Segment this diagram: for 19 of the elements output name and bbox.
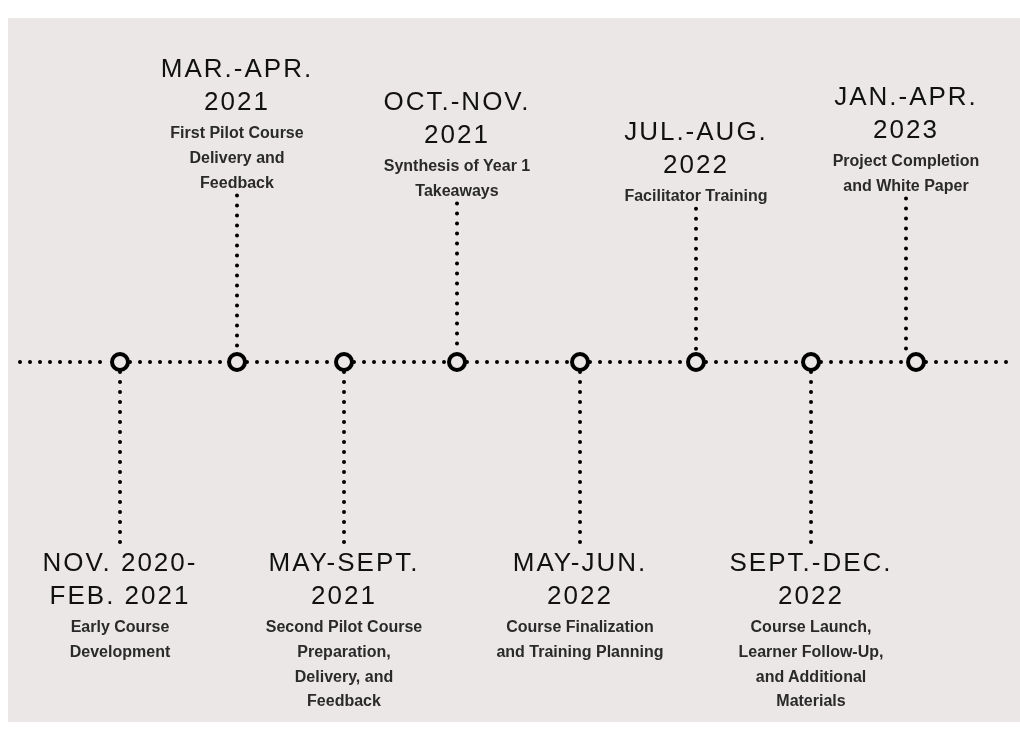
milestone-description: First Pilot Course Delivery and Feedback: [169, 123, 305, 193]
timeline-line: [465, 360, 572, 364]
date-heading: JAN.-APR. 2023: [833, 80, 979, 145]
date-heading: MAR.-APR. 2021: [159, 52, 315, 117]
date-heading: MAY-JUN. 2022: [511, 546, 649, 611]
date-heading: SEPT.-DEC. 2022: [728, 546, 894, 611]
milestone-description: Facilitator Training: [624, 186, 768, 206]
date-heading: OCT.-NOV. 2021: [382, 85, 532, 150]
date-heading: MAY-SEPT. 2021: [267, 546, 421, 611]
milestone-description: Synthesis of Year 1 Takeaways: [382, 156, 532, 201]
milestone-description: Course Finalization and Training Planning: [495, 617, 665, 662]
milestone-description: Second Pilot Course Preparation, Delivery, and Feedback: [264, 617, 424, 712]
timeline-line: [352, 360, 449, 364]
milestone-description: Early Course Development: [68, 617, 172, 662]
milestone-description: Project Completion and White Paper: [831, 151, 981, 196]
leader-line: [694, 206, 698, 354]
date-heading: JUL.-AUG. 2022: [623, 115, 769, 180]
date-heading: NOV. 2020- FEB. 2021: [41, 546, 199, 611]
milestone-description: Course Launch, Learner Follow-Up, and Additional Materials: [737, 617, 885, 712]
